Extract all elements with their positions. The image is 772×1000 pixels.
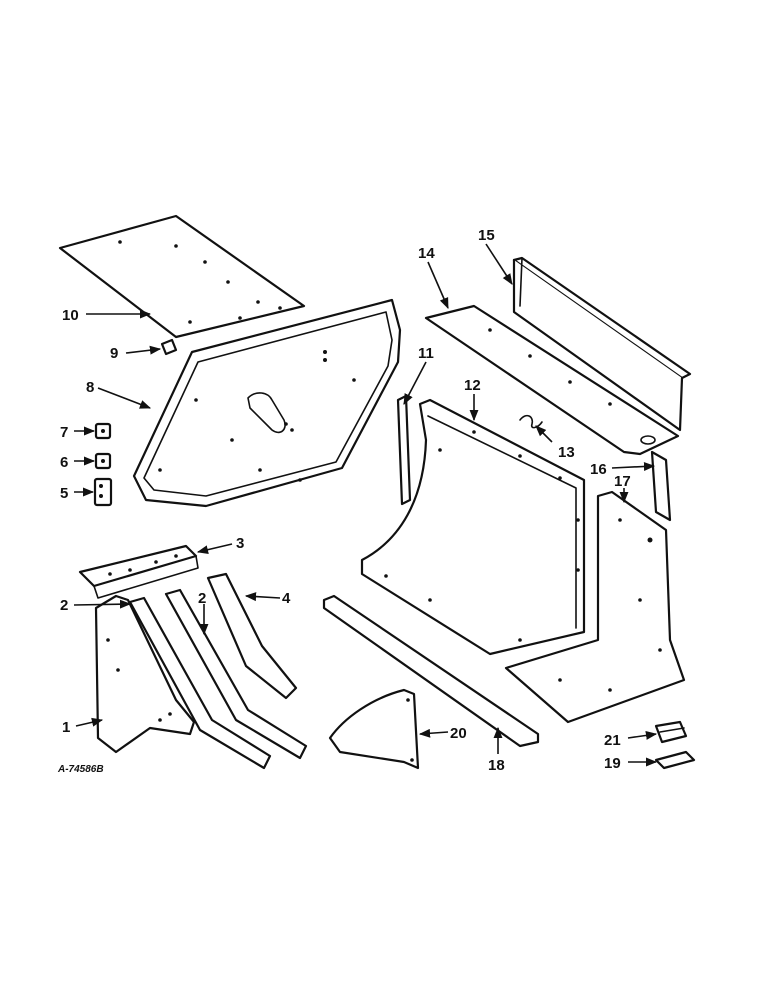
callout-18: 18	[488, 757, 505, 774]
callout-10: 10	[62, 307, 79, 324]
callout-21: 21	[604, 732, 621, 749]
part-21-block	[654, 720, 688, 744]
leader-lines	[73, 243, 658, 767]
part-15-channel	[512, 256, 692, 432]
callouts: 10 9 8 7 6 5 3 2 2 4 1 11 12 14 15 13 16…	[60, 227, 631, 774]
callout-2-left: 2	[60, 597, 68, 614]
callout-16: 16	[590, 461, 607, 478]
callout-15: 15	[478, 227, 495, 244]
part-5-bracket	[93, 477, 113, 507]
part-4-curved-piece	[206, 572, 298, 700]
part-16-bracket	[650, 450, 672, 522]
callout-5: 5	[60, 485, 68, 502]
figure-reference: A-74586B	[57, 764, 104, 775]
callout-13: 13	[558, 444, 575, 461]
part-18-angle-strip	[322, 594, 540, 748]
part-6-bracket	[94, 452, 112, 470]
part-9-clip	[160, 338, 178, 356]
part-1-corner-panel	[94, 594, 196, 754]
callout-8: 8	[86, 379, 94, 396]
part-17-floor-panel	[504, 490, 686, 724]
part-10-top-plate	[58, 214, 306, 339]
callout-12: 12	[464, 377, 481, 394]
part-12-shroud	[360, 398, 586, 656]
callout-3: 3	[236, 535, 244, 552]
callout-1: 1	[62, 719, 70, 736]
callout-17: 17	[614, 473, 631, 490]
callout-4: 4	[282, 590, 291, 607]
part-19-small-plate	[654, 750, 696, 770]
callout-14: 14	[418, 245, 435, 262]
part-20-shroud-segment	[328, 688, 420, 770]
callout-11: 11	[418, 345, 434, 362]
part-14-upper-panel	[424, 304, 680, 456]
part-11-vertical-strip	[396, 394, 412, 506]
part-3-angle-bracket	[78, 544, 199, 599]
part-7-bracket	[94, 422, 112, 440]
callout-19: 19	[604, 755, 621, 772]
part-8-side-panel	[132, 298, 402, 508]
callout-20: 20	[450, 725, 467, 742]
callout-6: 6	[60, 454, 68, 471]
callout-2-right: 2	[198, 590, 206, 607]
part-2-strip-left	[128, 596, 272, 770]
callout-7: 7	[60, 424, 68, 441]
part-13-wire	[519, 414, 543, 429]
callout-9: 9	[110, 345, 118, 362]
